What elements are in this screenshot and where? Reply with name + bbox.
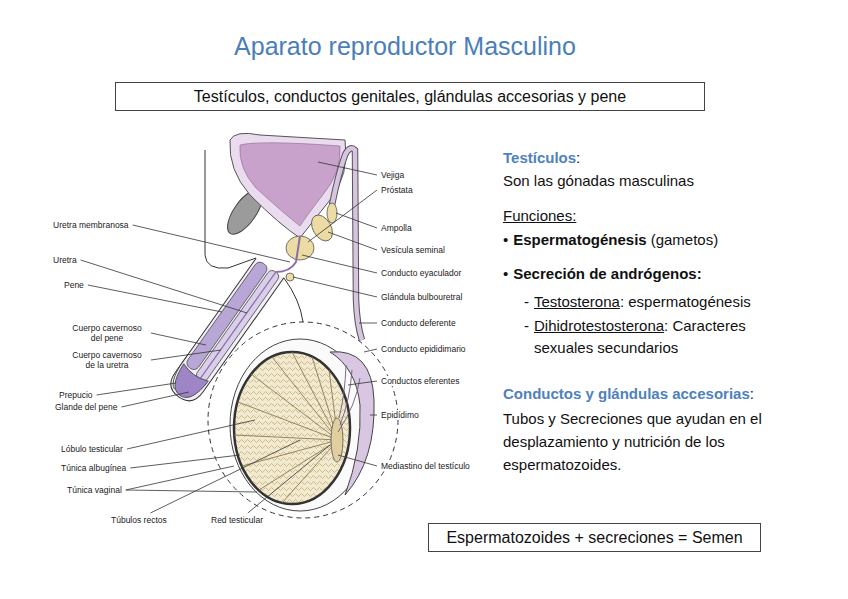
leader-line <box>308 190 377 242</box>
section-heading: Conductos y glándulas accesorias <box>503 385 750 402</box>
part-label: Prepucio <box>58 390 94 400</box>
body-text: • <box>503 231 508 248</box>
part-label: Glande del pene <box>54 402 118 412</box>
part-label: Conducto eyaculador <box>380 268 462 278</box>
part-label: Cuerpo cavernoso del pene <box>66 323 148 343</box>
leader-line <box>133 225 290 262</box>
leader-line <box>126 466 234 490</box>
leader-line <box>126 490 257 492</box>
body-text: (gametos) <box>651 231 719 248</box>
text-line: Funciones: <box>503 205 576 227</box>
ductus-deferens-outline <box>332 148 362 340</box>
body-text: • <box>503 265 508 282</box>
leader-line <box>364 349 377 352</box>
body-text: Dihidrotestosterona <box>534 317 664 334</box>
part-label: Vejiga <box>380 170 405 180</box>
efferent-ducts <box>338 365 360 432</box>
part-label: Conducto epididimario <box>380 344 467 354</box>
text-line: • Secreción de andrógenos: <box>503 263 702 285</box>
text-line: -Dihidrotestosterona: Caracteres sexuale… <box>524 315 806 359</box>
part-label: Conductos eferentes <box>380 376 460 386</box>
leader-line <box>338 455 377 466</box>
body-text: : espermatogénesis <box>620 293 751 310</box>
ampulla <box>327 203 337 223</box>
bladder-lumen <box>240 143 340 226</box>
part-label: Próstata <box>380 185 414 195</box>
leader-line <box>127 420 255 449</box>
body-text: Tubos y Secreciones que ayudan en el des… <box>503 410 762 473</box>
part-label: Conducto deferente <box>380 318 457 328</box>
body-text: Espermatogénesis <box>513 231 646 248</box>
body-text: Funciones: <box>503 207 576 224</box>
leader-line <box>293 277 377 297</box>
leader-line <box>348 381 377 385</box>
leader-line <box>130 455 240 468</box>
part-label: Cuerpo cavernoso de la uretra <box>66 350 148 370</box>
lobule-septa <box>234 352 338 503</box>
text-line: • Espermatogénesis (gametos) <box>503 229 718 251</box>
part-label: Uretra <box>52 255 78 265</box>
text-line: Conductos y glándulas accesorias: <box>503 383 754 405</box>
part-label: Ampolla <box>380 223 413 233</box>
body-text: Testosterona <box>534 293 620 310</box>
box-text: Espermatozoides + secreciones = Semen <box>446 529 742 547</box>
part-label: Epidídimo <box>380 410 420 420</box>
leader-line <box>121 392 189 407</box>
leader-line <box>151 350 221 360</box>
text-line: -Testosterona: espermatogénesis <box>524 291 751 313</box>
leader-line <box>328 232 377 250</box>
leader-line <box>151 333 206 345</box>
body-text: - <box>524 317 529 334</box>
scrotum-outline <box>208 322 398 518</box>
body-text: : <box>576 149 580 166</box>
leader-line <box>150 440 300 513</box>
text-box: Testículos, conductos genitales, glándul… <box>115 82 705 111</box>
leader-line <box>88 285 222 312</box>
body-text: : <box>750 385 754 402</box>
leader-line <box>81 260 247 313</box>
part-label: Túbulos rectos <box>110 515 168 525</box>
leader-line <box>248 445 330 513</box>
part-label: Glándula bulbouretral <box>380 292 463 302</box>
part-label: Mediastino del testículo <box>380 461 471 471</box>
ductus-deferens <box>332 148 362 340</box>
text-line: Son las gónadas masculinas <box>503 170 694 192</box>
box-text: Testículos, conductos genitales, glándul… <box>194 88 626 106</box>
part-label: Lóbulo testicular <box>60 444 124 454</box>
part-label: Túnica vaginal <box>66 485 123 495</box>
leader-line <box>97 383 176 395</box>
perineum-contour <box>284 278 303 322</box>
urethra <box>276 236 300 272</box>
leader-line <box>302 255 377 273</box>
part-label: Pene <box>63 280 85 290</box>
part-label: Vesícula seminal <box>380 245 446 255</box>
slide-title: Aparato reproductor Masculino <box>0 30 810 62</box>
section-heading: Testículos <box>503 149 576 166</box>
text-line: Testículos: <box>503 147 580 169</box>
testis-tubules <box>234 352 350 504</box>
bulbourethral-gland <box>286 273 294 281</box>
text-box: Espermatozoides + secreciones = Semen <box>428 523 761 552</box>
leader-line <box>370 415 377 416</box>
text-line: Tubos y Secreciones que ayudan en el des… <box>503 407 775 476</box>
leader-line <box>359 323 377 324</box>
leader-line <box>318 162 377 175</box>
body-text: Son las gónadas masculinas <box>503 172 694 189</box>
part-label: Uretra membranosa <box>52 220 130 230</box>
testis <box>234 352 350 504</box>
epididymis <box>330 352 374 495</box>
body-text: Secreción de andrógenos: <box>513 265 701 282</box>
penis <box>165 258 284 407</box>
part-label: Red testicular <box>210 515 264 525</box>
mediastinum <box>331 418 343 462</box>
body-text: - <box>524 293 529 310</box>
part-label: Túnica albugínea <box>60 463 127 473</box>
leader-line <box>336 213 377 228</box>
